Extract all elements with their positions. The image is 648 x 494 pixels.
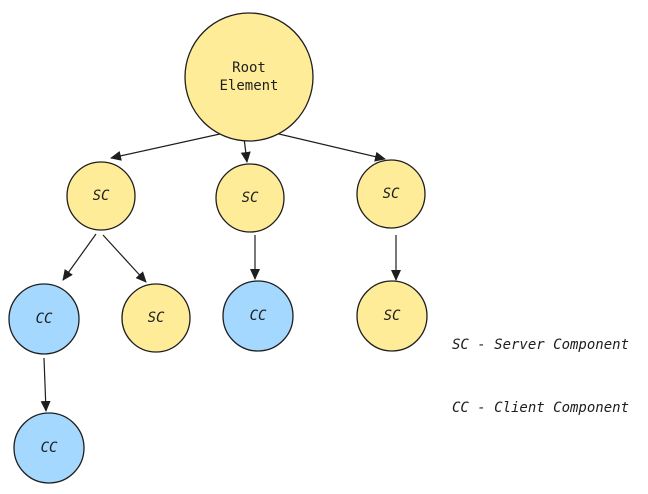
node-circle-l3a — [13, 412, 85, 484]
node-circle-l2d — [356, 280, 428, 352]
node-label-l1c: SC — [383, 186, 400, 202]
node-l2c: CC — [222, 280, 294, 352]
node-circle-l1b — [215, 163, 285, 233]
node-label-l2b: SC — [148, 310, 165, 326]
edge-l2a-l3a — [40, 357, 51, 412]
node-l1a: SC — [66, 161, 136, 231]
node-l2b: SC — [121, 283, 191, 353]
edge-root-l1b — [240, 137, 251, 163]
legend: SC - Server Component CC - Client Compon… — [452, 293, 629, 440]
node-circle-root — [184, 12, 314, 142]
node-circle-l2b — [121, 283, 191, 353]
node-l2d: SC — [356, 280, 428, 352]
node-l1b: SC — [215, 163, 285, 233]
edge-l1a-l2b — [102, 234, 147, 283]
node-label-l3a: CC — [41, 440, 58, 456]
node-label-l1a: SC — [93, 188, 110, 204]
node-label-l2c: CC — [250, 308, 267, 324]
edge-root-l1a — [110, 129, 239, 161]
node-l3a: CC — [13, 412, 85, 484]
node-label-l2d: SC — [384, 308, 401, 324]
node-circle-l2a — [8, 283, 80, 355]
legend-server: SC - Server Component — [452, 337, 630, 353]
node-label-l2a: CC — [36, 311, 53, 327]
node-label-l1b: SC — [242, 190, 259, 206]
node-circle-l1c — [356, 159, 426, 229]
node-l2a: CC — [8, 283, 80, 355]
node-label-root-0: Root — [232, 60, 266, 76]
legend-client: CC - Client Component — [452, 400, 630, 416]
node-circle-l1a — [66, 161, 136, 231]
node-label-root-1: Element — [219, 78, 278, 94]
edges-layer — [40, 129, 401, 412]
edge-l1a-l2a — [62, 233, 97, 281]
node-circle-l2c — [222, 280, 294, 352]
edge-root-l1c — [261, 129, 386, 162]
node-l1c: SC — [356, 159, 426, 229]
